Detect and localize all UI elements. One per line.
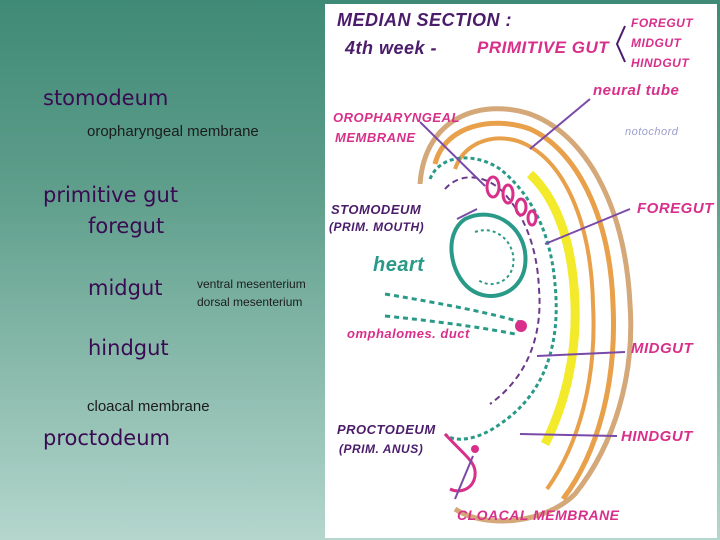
hindgut-label: HINDGUT — [621, 428, 693, 445]
arrow — [419, 121, 486, 187]
stomodeum-label: STOMODEUM — [331, 202, 422, 217]
ventral-mesenterium-term: ventral mesenterium — [197, 277, 306, 291]
foregut-label: FOREGUT — [637, 200, 714, 217]
cloacal-membrane-dot — [471, 445, 479, 453]
drawing-title-line3: PRIMITIVE GUT — [477, 38, 610, 57]
foregut-term: foregut — [88, 214, 165, 238]
arrow — [544, 208, 631, 245]
membrane-label: MEMBRANE — [335, 130, 416, 145]
gut-part-hindgut: HINDGUT — [631, 56, 690, 70]
arrow — [454, 455, 474, 500]
omphalomesenteric-marker — [515, 320, 527, 332]
pouch — [526, 209, 538, 227]
omphalomes-duct-label: omphalomes. duct — [347, 326, 470, 341]
gut-tube — [428, 156, 558, 441]
cloacal-membrane-term: cloacal membrane — [87, 398, 210, 415]
gut-parts-bracket — [615, 25, 626, 63]
midgut-term: midgut — [88, 276, 163, 300]
neural-tube-inner — [453, 136, 596, 491]
drawing-title-line1: MEDIAN SECTION : — [337, 10, 513, 30]
median-section-drawing: MEDIAN SECTION : 4th week - PRIMITIVE GU… — [325, 4, 717, 538]
arrow — [536, 351, 626, 357]
heart-label: heart — [373, 254, 425, 276]
yolk-stalk — [384, 292, 521, 324]
neural-tube-label: neural tube — [593, 82, 680, 99]
arrow — [519, 433, 618, 437]
heart-shape — [449, 212, 528, 298]
pouch — [514, 197, 528, 217]
cloacal-membrane-label: CLOACAL MEMBRANE — [457, 507, 620, 523]
prim-mouth-label: (PRIM. MOUTH) — [329, 220, 425, 234]
body-outline — [417, 106, 634, 524]
prim-anus-label: (PRIM. ANUS) — [339, 442, 424, 456]
primitive-gut-term: primitive gut — [43, 183, 179, 207]
drawing-title-line2: 4th week - — [345, 38, 438, 58]
neural-tube-outline — [432, 120, 616, 501]
pouch — [501, 183, 515, 205]
notochord-line — [526, 170, 580, 447]
proctodeum-term: proctodeum — [43, 426, 170, 450]
notochord-label: notochord — [625, 126, 679, 138]
stomodeum-term: stomodeum — [43, 86, 169, 110]
gut-part-midgut: MIDGUT — [631, 36, 682, 50]
dorsal-mesenterium-term: dorsal mesenterium — [197, 295, 303, 309]
midgut-label: MIDGUT — [631, 340, 694, 357]
yolk-stalk-lower — [384, 314, 516, 336]
hindgut-term: hindgut — [88, 336, 169, 360]
oropharyngeal-membrane-term: oropharyngeal membrane — [87, 123, 259, 140]
arrow — [456, 208, 478, 220]
oropharyngeal-label: OROPHARYNGEAL — [333, 110, 460, 125]
heart-inner — [474, 229, 515, 286]
embryo-sketch — [384, 25, 634, 524]
gut-part-foregut: FOREGUT — [631, 16, 694, 30]
arrow — [529, 98, 591, 150]
pouch — [485, 175, 501, 199]
proctodeum-label: PROCTODEUM — [337, 422, 436, 437]
